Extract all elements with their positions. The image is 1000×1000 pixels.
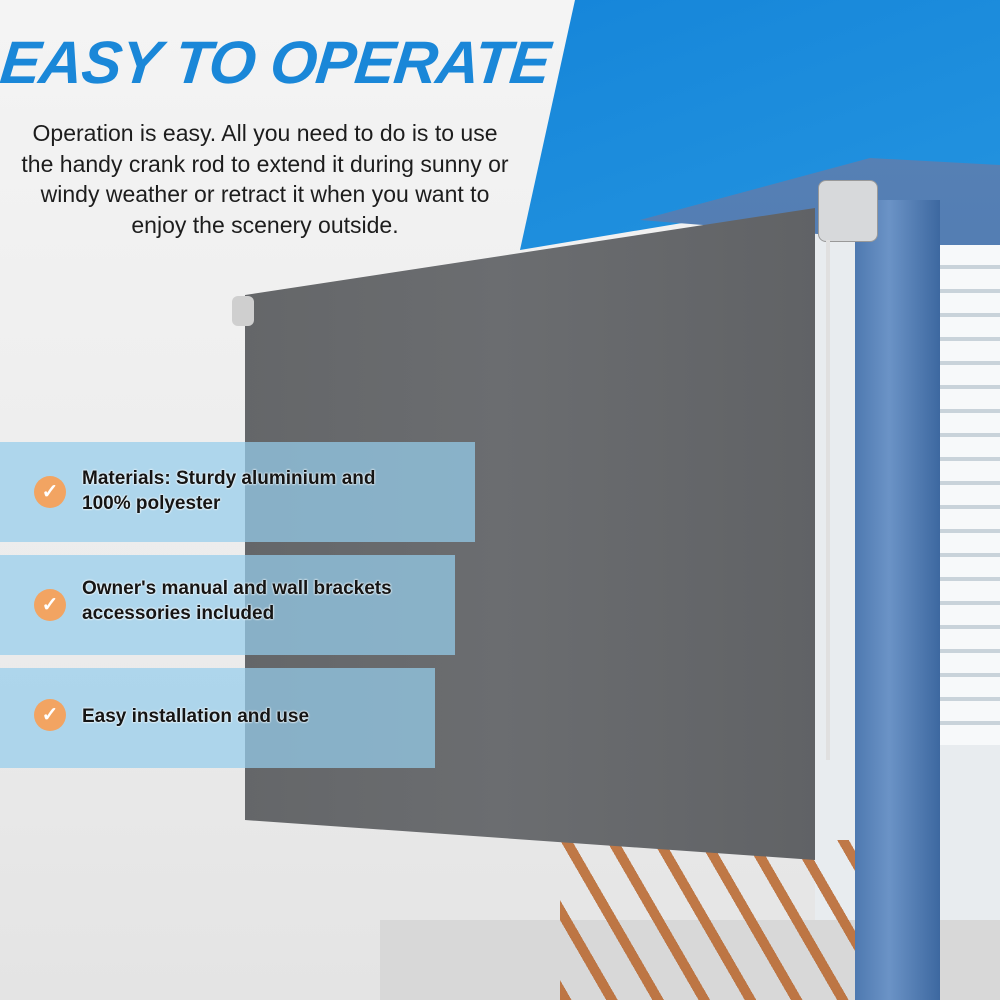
crank-mechanism-image xyxy=(818,180,878,242)
wooden-chairs-image xyxy=(560,840,860,1000)
feature-text: Materials: Sturdy aluminium and 100% pol… xyxy=(82,468,376,514)
intro-text: Operation is easy. All you need to do is… xyxy=(21,120,509,238)
pergola-column-image xyxy=(855,200,940,1000)
check-circle-icon: ✓ xyxy=(34,476,66,508)
crank-rod-image xyxy=(826,240,830,760)
feature-band: ✓ Easy installation and use xyxy=(0,668,435,768)
shade-bracket-image xyxy=(232,296,254,326)
check-circle-icon: ✓ xyxy=(34,699,66,731)
feature-band: ✓ Owner's manual and wall brackets acces… xyxy=(0,555,455,655)
louvre-slats-image xyxy=(940,245,1000,745)
feature-band: ✓ Materials: Sturdy aluminium and 100% p… xyxy=(0,442,475,542)
feature-text: Owner's manual and wall brackets accesso… xyxy=(82,578,392,624)
feature-text: Easy installation and use xyxy=(82,706,310,727)
headline: EASY TO OPERATE xyxy=(0,29,553,96)
check-circle-icon: ✓ xyxy=(34,589,66,621)
